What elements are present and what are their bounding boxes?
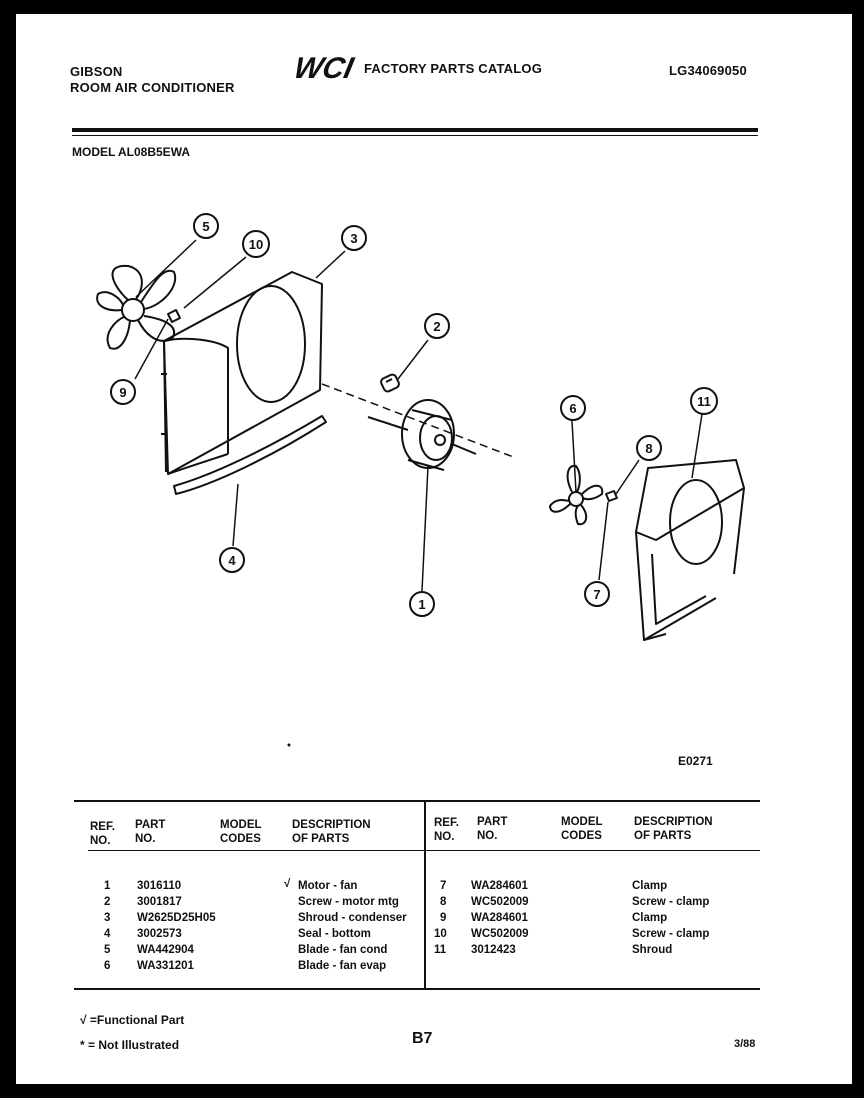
- row-desc: Screw - motor mtg: [298, 896, 399, 908]
- catalog-title: FACTORY PARTS CATALOG: [364, 61, 543, 76]
- wci-logo-text: WCI: [296, 52, 357, 84]
- row-desc: Shroud - condenser: [298, 912, 407, 924]
- row-part: 3002573: [137, 928, 182, 940]
- wci-logo: WCI: [296, 52, 357, 84]
- row-desc: Blade - fan evap: [298, 960, 387, 972]
- svg-text:5: 5: [202, 219, 209, 234]
- row-desc: Clamp: [632, 880, 668, 892]
- svg-text:7: 7: [593, 587, 600, 602]
- callout-4: 4: [219, 547, 245, 573]
- evaporator-fan-blade: [549, 464, 604, 526]
- row-part: W2625D25H05: [137, 912, 216, 924]
- row-ref: 4: [104, 928, 111, 940]
- svg-text:6: 6: [569, 401, 576, 416]
- drawing-code: E0271: [678, 754, 713, 768]
- row-ref: 5: [104, 944, 111, 956]
- catalog-code: LG34069050: [669, 63, 747, 78]
- svg-text:3: 3: [350, 231, 357, 246]
- svg-text:2: 2: [433, 319, 440, 334]
- shaft-axis-line: [321, 383, 517, 459]
- row-part: 3012423: [471, 944, 516, 956]
- callout-2: 2: [424, 313, 450, 339]
- svg-text:8: 8: [645, 441, 652, 456]
- row-ref: 11: [434, 944, 447, 956]
- brand-name: GIBSON: [70, 64, 123, 79]
- row-part: WA284601: [471, 912, 528, 924]
- speck-dot: [287, 743, 291, 747]
- row-desc: Clamp: [632, 912, 668, 924]
- svg-text:4: 4: [228, 553, 236, 568]
- page-number: B7: [412, 1030, 433, 1047]
- fan-motor: [367, 399, 477, 471]
- callout-11: 11: [690, 387, 718, 415]
- row-ref: 8: [440, 896, 447, 908]
- clamp-9-shape: [167, 309, 181, 323]
- callout-10: 10: [242, 230, 270, 258]
- row-desc: Blade - fan cond: [298, 944, 388, 956]
- callout-markers: 5 10 3 2 9 4 1 6 8 7 11: [110, 213, 718, 617]
- catalog-page: GIBSON ROOM AIR CONDITIONER WCI FACTORY …: [16, 14, 852, 1084]
- leader-lines: [134, 239, 703, 592]
- col-ref-right: REF.NO.: [434, 817, 459, 843]
- revision-date: 3/88: [734, 1038, 756, 1050]
- callout-7: 7: [584, 581, 610, 607]
- header-rule-thick: [72, 128, 758, 132]
- condenser-shroud: [161, 271, 323, 475]
- functional-check: √: [284, 878, 291, 890]
- row-desc: Seal - bottom: [298, 928, 371, 940]
- model-line: MODEL AL08B5EWA: [72, 145, 191, 159]
- callout-9: 9: [110, 379, 136, 405]
- svg-text:1: 1: [418, 597, 425, 612]
- header-rule-thin: [72, 135, 758, 136]
- col-ref: REF.NO.: [90, 821, 115, 847]
- row-part: 3016110: [137, 880, 182, 892]
- legend-not-illustrated: * = Not Illustrated: [80, 1038, 180, 1052]
- bottom-seal: [173, 415, 327, 495]
- motor-mount-screw: [380, 373, 400, 393]
- row-part: WA331201: [137, 960, 194, 972]
- row-part: WC502009: [471, 928, 529, 940]
- callout-8: 8: [636, 435, 662, 461]
- row-ref: 3: [104, 912, 111, 924]
- row-ref: 9: [440, 912, 447, 924]
- row-ref: 1: [104, 880, 111, 892]
- row-desc: Screw - clamp: [632, 896, 710, 908]
- row-desc: Motor - fan: [298, 880, 358, 892]
- row-ref: 2: [104, 896, 111, 908]
- clamp-7-shape: [605, 490, 618, 502]
- callout-3: 3: [341, 225, 367, 251]
- row-part: WA442904: [137, 944, 194, 956]
- row-ref: 10: [434, 928, 447, 940]
- svg-text:9: 9: [119, 385, 126, 400]
- exploded-view-diagram: 5 10 3 2 9 4 1 6 8 7 11: [96, 213, 745, 747]
- svg-text:10: 10: [249, 237, 263, 252]
- row-part: 3001817: [137, 896, 182, 908]
- callout-5: 5: [193, 213, 219, 239]
- callout-6: 6: [560, 395, 586, 421]
- callout-1: 1: [409, 591, 435, 617]
- table-top-rule: [74, 800, 760, 802]
- row-ref: 7: [440, 880, 447, 892]
- row-desc: Shroud: [632, 944, 673, 956]
- evaporator-shroud: [635, 459, 745, 641]
- table-bottom-rule: [74, 988, 760, 990]
- table-center-divider: [424, 802, 426, 989]
- row-desc: Screw - clamp: [632, 928, 710, 940]
- row-ref: 6: [104, 960, 111, 972]
- table-header-rule: [88, 850, 760, 851]
- legend-functional: √ =Functional Part: [80, 1013, 185, 1027]
- row-part: WC502009: [471, 896, 529, 908]
- product-name: ROOM AIR CONDITIONER: [70, 80, 235, 95]
- condenser-fan-blade: [96, 264, 177, 350]
- row-part: WA284601: [471, 880, 528, 892]
- svg-text:11: 11: [697, 394, 711, 409]
